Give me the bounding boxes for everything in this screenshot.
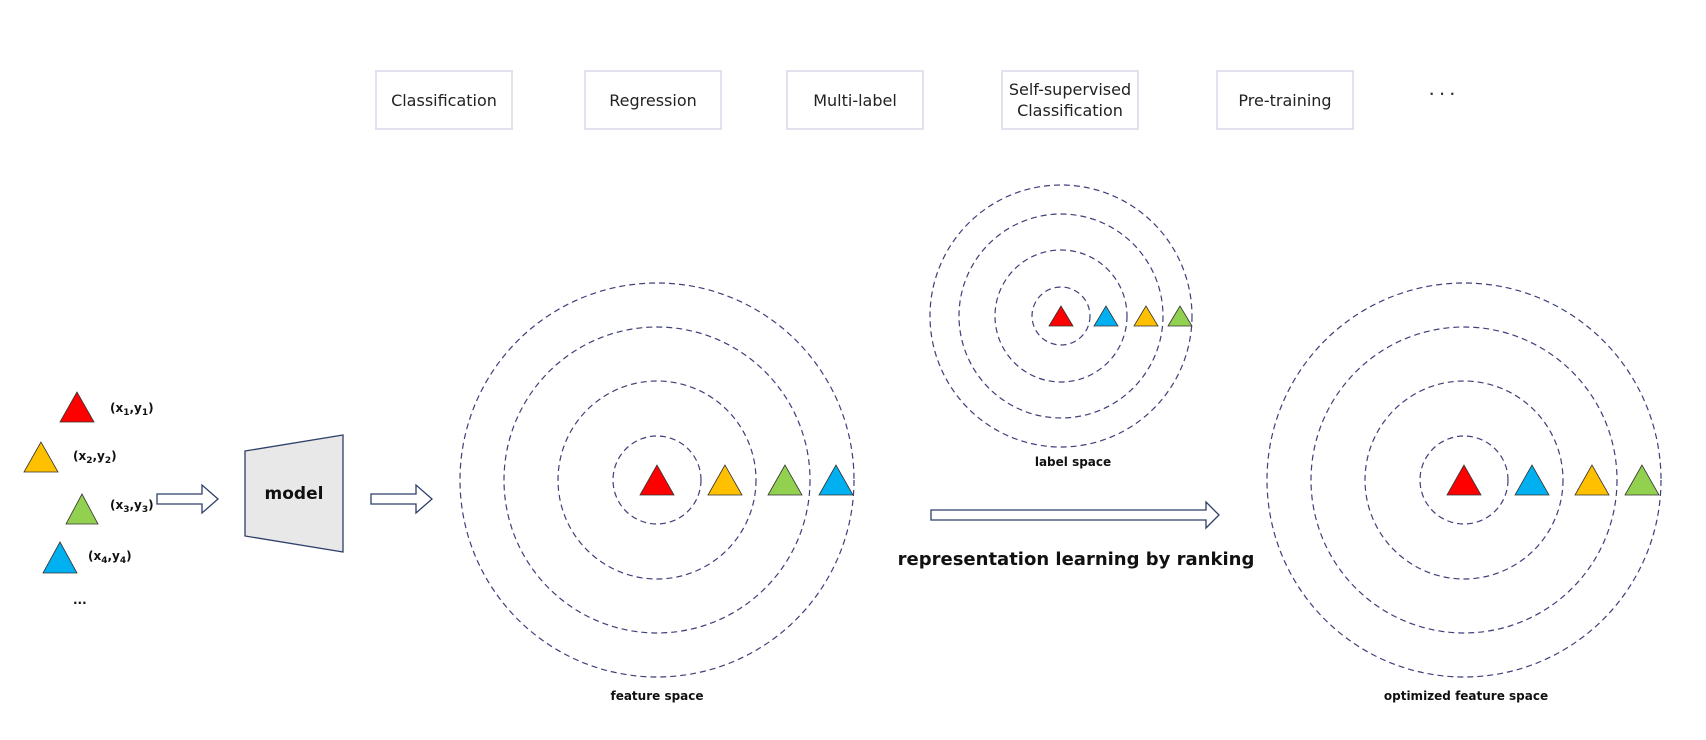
task-self-supervised: Self-supervised Classification bbox=[1001, 70, 1139, 130]
sample-label-4: (x4,y4) bbox=[88, 549, 132, 566]
label-space: label space bbox=[929, 184, 1193, 469]
optimized-ring-2 bbox=[1364, 380, 1564, 580]
optimized-triangle-3 bbox=[1574, 464, 1610, 496]
arrow-ranking bbox=[930, 500, 1220, 530]
input-samples: (x1,y1) (x2,y2) (x3,y3) (x4,y4) ... bbox=[23, 391, 154, 607]
feature-space-label: feature space bbox=[610, 689, 703, 703]
label-triangle-3 bbox=[1133, 305, 1159, 327]
feature-ring-3 bbox=[503, 326, 811, 634]
sample-triangle-1 bbox=[59, 391, 95, 423]
arrow-input-to-model bbox=[156, 483, 219, 515]
label-triangle-1 bbox=[1048, 305, 1074, 327]
optimized-triangle-2 bbox=[1514, 464, 1550, 496]
feature-ring-1 bbox=[612, 435, 702, 525]
model-label: model bbox=[265, 484, 324, 504]
sample-triangle-4 bbox=[42, 541, 78, 574]
arrow-model-to-feature bbox=[370, 483, 433, 515]
feature-triangle-2 bbox=[707, 464, 743, 496]
optimized-ring-1 bbox=[1419, 435, 1509, 525]
model-block bbox=[244, 434, 344, 553]
label-triangle-2 bbox=[1093, 305, 1119, 327]
optimized-ring-3 bbox=[1310, 326, 1618, 634]
sample-label-1: (x1,y1) bbox=[110, 401, 154, 418]
optimized-triangle-1 bbox=[1446, 464, 1482, 496]
label-ring-3 bbox=[958, 213, 1164, 419]
task-multi-label: Multi-label bbox=[786, 70, 924, 130]
feature-ring-4 bbox=[459, 282, 855, 678]
sample-label-2: (x2,y2) bbox=[73, 449, 117, 466]
task-classification: Classification bbox=[375, 70, 513, 130]
task-regression: Regression bbox=[584, 70, 722, 130]
optimized-ring-4 bbox=[1266, 282, 1662, 678]
feature-space: feature space bbox=[459, 282, 855, 703]
feature-triangle-4 bbox=[818, 464, 854, 496]
tasks-ellipsis: ··· bbox=[1428, 80, 1459, 105]
method-label: representation learning by ranking bbox=[898, 549, 1255, 570]
sample-triangle-3 bbox=[65, 493, 99, 525]
sample-triangle-2 bbox=[23, 441, 59, 473]
label-triangle-4 bbox=[1167, 305, 1193, 327]
label-ring-4 bbox=[929, 184, 1193, 448]
sample-label-3: (x3,y3) bbox=[110, 498, 154, 515]
label-space-label: label space bbox=[1035, 455, 1111, 469]
label-ring-2 bbox=[994, 249, 1128, 383]
feature-triangle-3 bbox=[767, 464, 803, 496]
label-ring-1 bbox=[1031, 286, 1091, 346]
task-pre-training: Pre-training bbox=[1216, 70, 1354, 130]
optimized-feature-space: optimized feature space bbox=[1266, 282, 1662, 703]
feature-ring-2 bbox=[557, 380, 757, 580]
more-samples: ... bbox=[73, 593, 87, 607]
optimized-triangle-4 bbox=[1624, 464, 1660, 496]
feature-triangle-1 bbox=[639, 464, 675, 496]
optimized-label: optimized feature space bbox=[1384, 689, 1548, 703]
